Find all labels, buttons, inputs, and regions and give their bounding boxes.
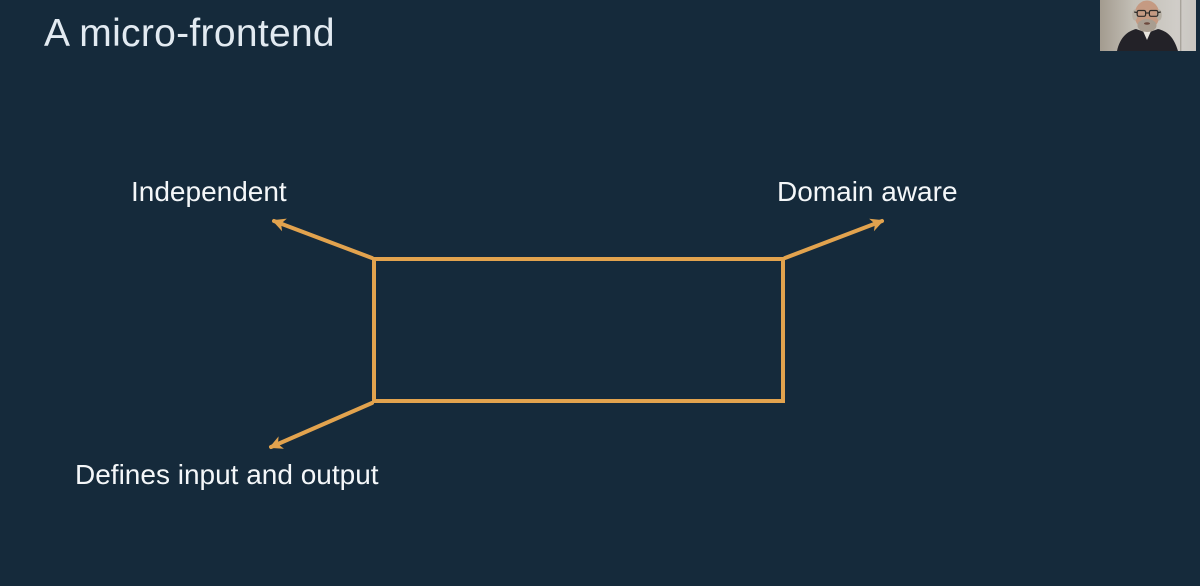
glasses-icon [1134, 9, 1161, 17]
presenter-portrait [1100, 0, 1196, 51]
micro-frontend-box [372, 257, 785, 403]
arrow-to-defines-io [269, 401, 374, 449]
presenter-jacket [1117, 29, 1178, 51]
arrow-to-independent [272, 218, 374, 260]
presenter-mouth [1144, 22, 1150, 25]
presenter-webcam-thumbnail [1100, 0, 1196, 51]
label-defines-input-output: Defines input and output [75, 459, 379, 490]
presenter-beard [1137, 19, 1157, 32]
label-independent: Independent [131, 176, 287, 207]
wall-edge [1180, 0, 1182, 51]
slide-title: A micro-frontend [44, 12, 335, 55]
label-domain-aware: Domain aware [777, 176, 958, 207]
arrow-to-domain-aware [783, 218, 884, 260]
